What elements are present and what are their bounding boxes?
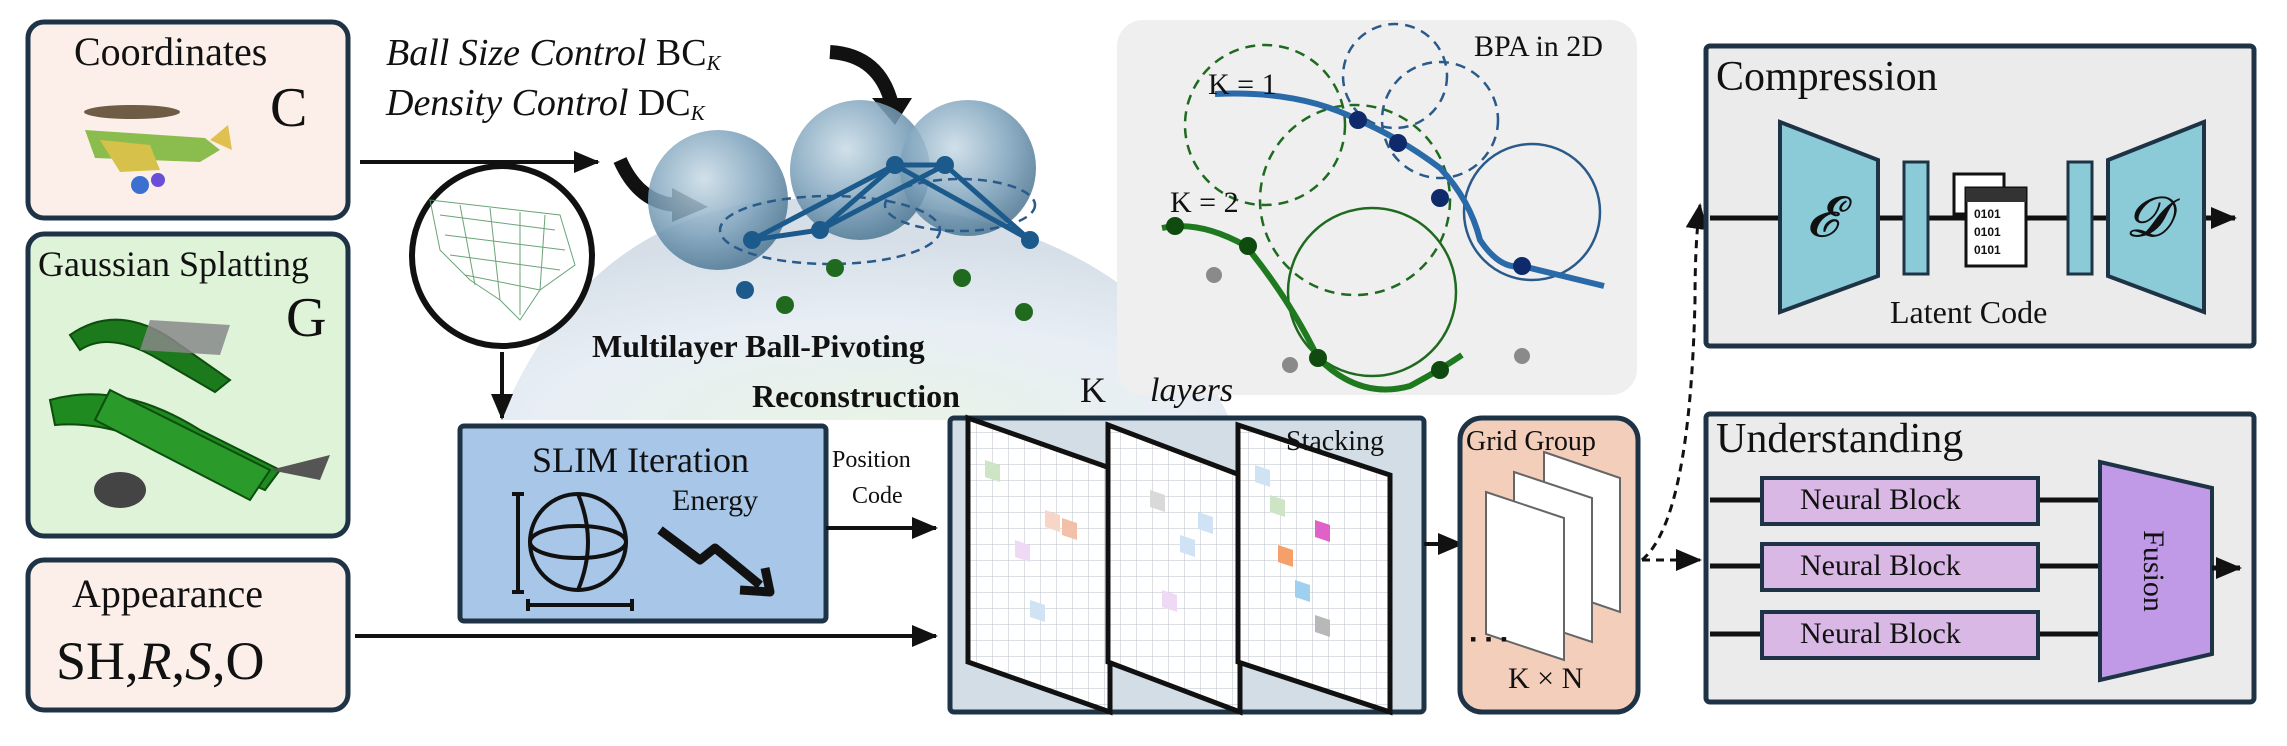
appearance-symbols: SH,R,S,O	[56, 631, 265, 691]
density-control: Density Control DCK	[386, 82, 705, 126]
coordinates-box	[25, 19, 351, 221]
neural-block-2	[1760, 542, 2040, 592]
neural-block-1-label: Neural Block	[1800, 483, 1961, 516]
grid-layer-2	[1105, 421, 1243, 716]
ball-pivoting-spheres	[648, 100, 1039, 321]
appearance-title: Appearance	[72, 571, 263, 616]
stacking-label: Stacking	[1286, 426, 1384, 457]
neural-block-3	[1760, 610, 2040, 660]
binary-line-3: 0101	[1974, 243, 2001, 257]
ball-size-control: Ball Size Control BCK	[386, 32, 721, 76]
understanding-title: Understanding	[1716, 416, 1964, 462]
slim-title: SLIM Iteration	[532, 440, 749, 480]
encoder-trapezoid	[1778, 119, 1880, 315]
gaussian-box	[25, 231, 351, 539]
compression-title: Compression	[1716, 54, 1938, 100]
coordinates-title: Coordinates	[74, 29, 268, 74]
layers-k: K	[1080, 370, 1106, 410]
binary-line-1: 0101	[1974, 207, 2001, 221]
decoder-symbol: 𝓓	[2126, 187, 2169, 249]
latent-bar-right	[2066, 160, 2094, 276]
neural-block-1	[1760, 476, 2040, 526]
grid-group-count: K × N	[1508, 662, 1584, 695]
binary-file-icon	[1952, 172, 2028, 268]
grid-group-title: Grid Group	[1466, 426, 1596, 457]
mesh-zoom-circle	[409, 163, 595, 349]
position-code-line1: Position	[832, 447, 911, 473]
bpa-k2-label: K = 2	[1170, 186, 1239, 219]
curved-arrow-top	[829, 45, 899, 107]
decoder-trapezoid	[2106, 119, 2206, 315]
slim-iteration-box	[457, 423, 829, 624]
bpa-title-line1: Multilayer Ball-Pivoting	[592, 328, 925, 364]
fusion-trapezoid	[2098, 459, 2214, 683]
gaussian-title: Gaussian Splatting	[38, 244, 309, 284]
layers-word: layers	[1150, 372, 1234, 409]
neural-block-3-label: Neural Block	[1800, 617, 1961, 650]
airplane-gaussian-icon	[48, 318, 330, 508]
neural-block-2-label: Neural Block	[1800, 549, 1961, 582]
gaussian-symbol: G	[286, 287, 327, 349]
slim-energy: Energy	[672, 484, 759, 517]
encoder-symbol: 𝓔	[1806, 187, 1839, 249]
bpa-k1-label: K = 1	[1208, 68, 1277, 101]
latent-code-label: Latent Code	[1890, 294, 2048, 330]
airplane-pointcloud-icon	[84, 105, 232, 194]
binary-line-2: 0101	[1974, 225, 2001, 239]
energy-descend-icon	[657, 526, 775, 597]
position-code-line2: Code	[852, 483, 903, 509]
sphere-param-icon	[512, 492, 634, 611]
grid-layer-3	[1235, 421, 1393, 716]
bpa-2d-title: BPA in 2D	[1474, 30, 1603, 63]
grid-group-sheets	[1485, 450, 1621, 662]
grid-layer-1	[965, 414, 1113, 716]
mesh-wireframe-icon	[429, 199, 576, 321]
appearance-box	[25, 557, 351, 713]
grid-group-dots: ▪ ▪ ▪	[1470, 629, 1510, 649]
bpa-title-line2: Reconstruction	[752, 378, 960, 414]
coordinates-symbol: C	[270, 77, 308, 139]
dashed-arrow-to-compression	[1641, 203, 1708, 562]
latent-bar-left	[1902, 160, 1930, 276]
fusion-label: Fusion	[2136, 530, 2170, 612]
bpa-2d-drawing	[1161, 22, 1605, 393]
